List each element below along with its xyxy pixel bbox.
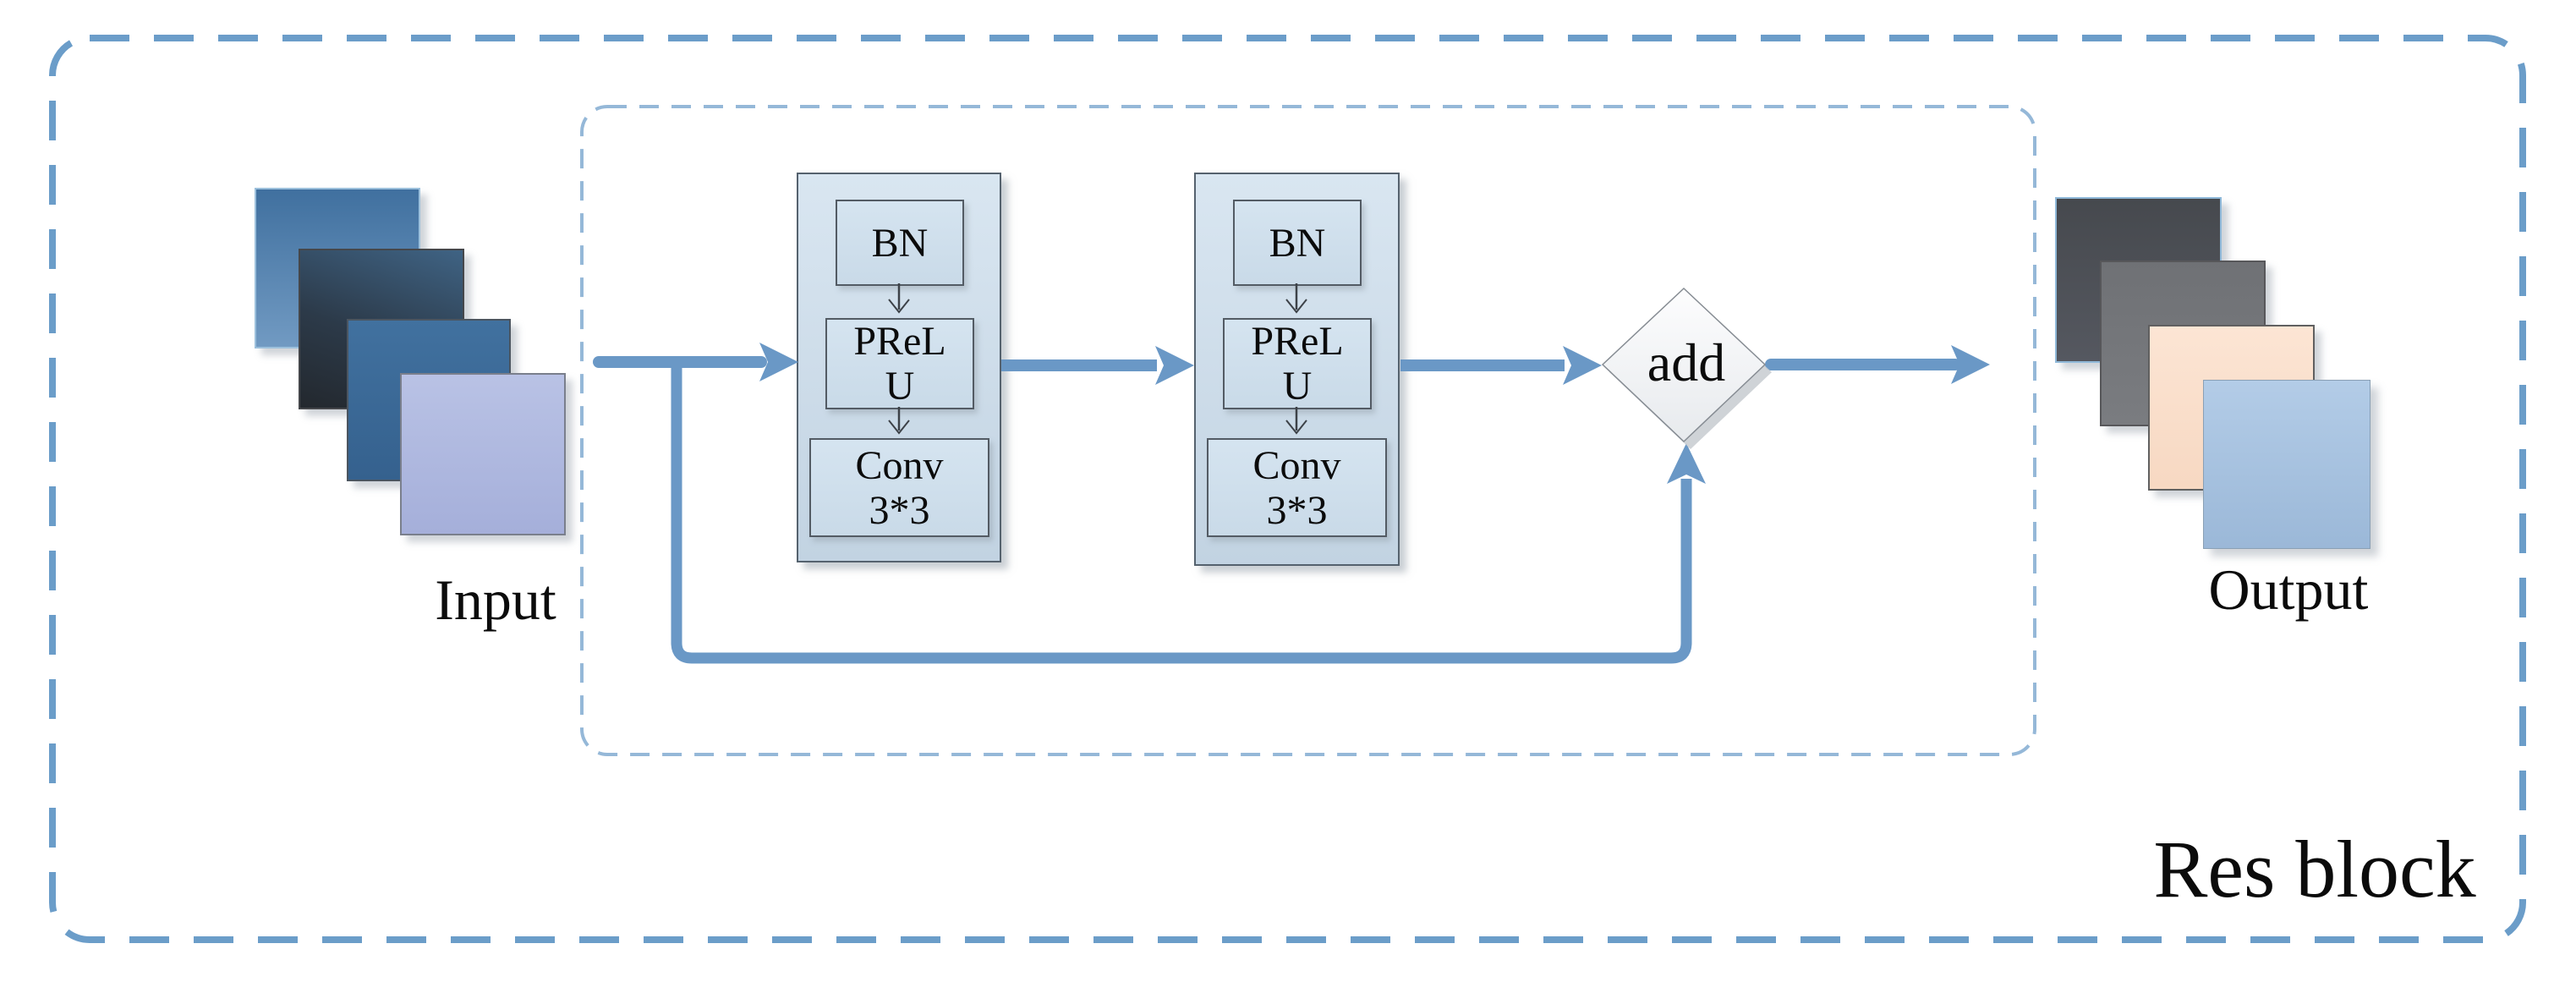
conv-label-line1: Conv: [1252, 442, 1341, 488]
prelu-box: PReL U: [1223, 318, 1372, 409]
bn-label: BN: [1269, 220, 1326, 266]
prelu-label-line1: PReL: [853, 319, 946, 364]
conv3x3-box: Conv 3*3: [1207, 438, 1387, 537]
flow-arrow-add-to-output: [1765, 345, 1990, 384]
output-label: Output: [2208, 557, 2369, 622]
flow-arrow-block1-to-block2: [1001, 346, 1194, 385]
res-block-label: Res block: [2153, 824, 2476, 914]
bn-box: BN: [1233, 200, 1362, 286]
prelu-box: PReL U: [825, 318, 974, 409]
flow-arrow-block2-to-add: [1400, 346, 1602, 385]
conv-label-line2: 3*3: [1266, 487, 1328, 533]
conv3x3-box: Conv 3*3: [809, 438, 989, 537]
prelu-label-line2: U: [885, 364, 915, 409]
input-feature-map-4: [400, 373, 566, 535]
output-feature-map-4: [2203, 380, 2370, 549]
conv-label-line2: 3*3: [869, 487, 930, 533]
conv-block-2: BN PReL U Conv 3*3: [1194, 173, 1400, 566]
prelu-label-line2: U: [1282, 364, 1313, 409]
bn-box: BN: [836, 200, 964, 286]
add-label: add: [1647, 332, 1726, 392]
prelu-label-line1: PReL: [1251, 319, 1344, 364]
conv-block-1: BN PReL U Conv 3*3: [797, 173, 1001, 562]
bn-label: BN: [871, 220, 929, 266]
flow-arrow-input-to-block1: [593, 343, 798, 381]
conv-label-line1: Conv: [855, 442, 944, 488]
input-label: Input: [435, 568, 556, 632]
